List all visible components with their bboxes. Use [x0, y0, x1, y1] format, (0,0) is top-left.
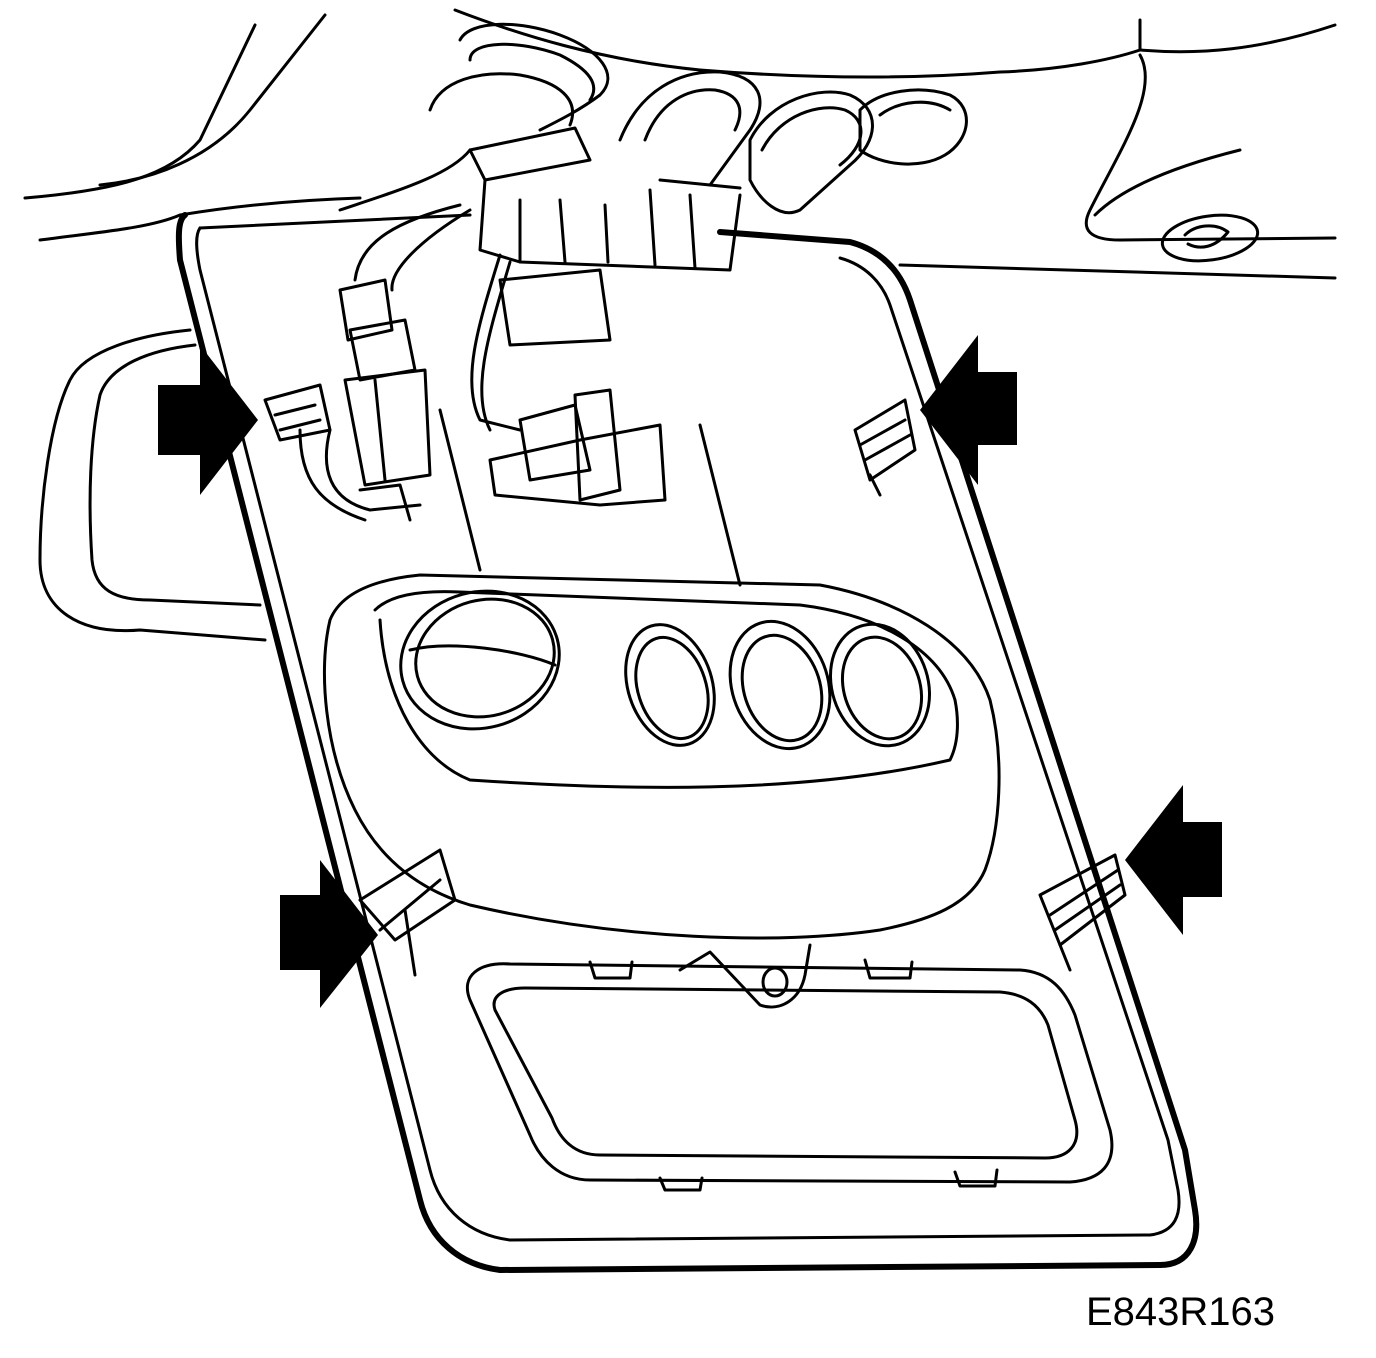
retaining-clip-upper-left: [265, 385, 330, 440]
retaining-clip-lower-left: [360, 850, 455, 975]
left-roof-bracket: [40, 330, 265, 640]
arrow-lower-right: [1125, 785, 1222, 935]
arrow-upper-left: [158, 345, 258, 495]
round-lamp-opening: [385, 574, 575, 747]
switch-opening-2: [714, 608, 845, 761]
switch-bezel: [324, 574, 999, 938]
retaining-clip-upper-right: [855, 400, 915, 495]
console-panel: [179, 215, 1196, 1270]
wiring-harness: [300, 205, 620, 520]
roof-headliner: [25, 10, 1335, 278]
switch-opening-1: [611, 613, 729, 757]
latch-hook: [680, 945, 810, 1007]
arrow-upper-right: [920, 335, 1017, 485]
retaining-clip-lower-right: [1040, 855, 1125, 970]
arrow-lower-left: [280, 860, 378, 1008]
switch-opening-3: [815, 611, 945, 759]
lamp-lens-frame: [467, 945, 1112, 1190]
figure-reference-code: E843R163: [1086, 1290, 1276, 1334]
connector-block: [470, 128, 740, 270]
